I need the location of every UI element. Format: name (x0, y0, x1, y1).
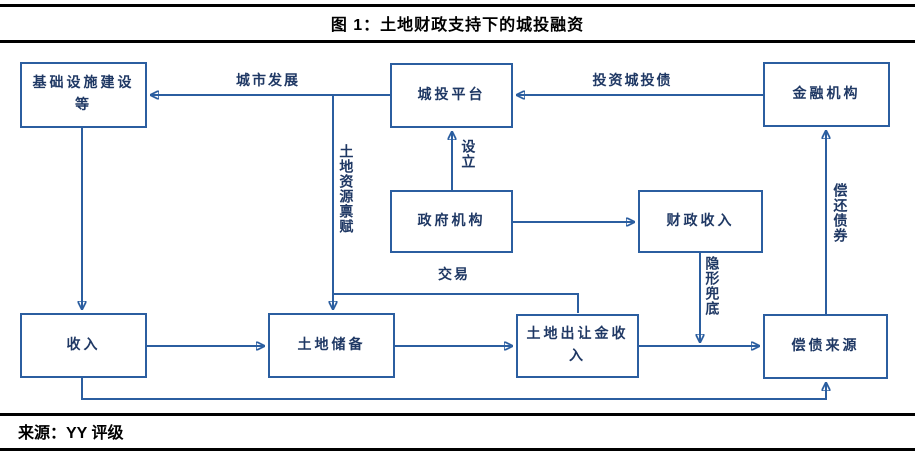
node-land-transfer-income: 土地出让金收入 (516, 314, 639, 378)
title-rule-bottom (0, 40, 915, 43)
node-financial-institutions: 金融机构 (763, 62, 890, 127)
node-infrastructure: 基础设施建设等 (20, 62, 147, 128)
node-chengtou-platform: 城投平台 (390, 63, 513, 128)
node-fiscal-revenue: 财政收入 (638, 190, 763, 253)
line-transaction (333, 293, 579, 313)
node-government-agencies: 政府机构 (390, 190, 513, 253)
source-rule-top (0, 413, 915, 416)
figure-source: 来源：YY 评级 (18, 425, 124, 442)
title-rule-top (0, 4, 915, 7)
edge-label-land-resource-endowment: 土地资源禀赋 (337, 144, 354, 234)
node-land-reserve: 土地储备 (268, 313, 395, 378)
node-income: 收入 (20, 313, 147, 378)
edge-label-transaction: 交易 (438, 267, 470, 283)
edge-label-establish: 设立 (459, 139, 476, 169)
edge-label-invest-chengtou-bonds: 投资城投债 (592, 73, 673, 89)
edge-label-city-development: 城市发展 (236, 73, 300, 89)
arrow-income-feedback-to-repayment (81, 378, 826, 400)
source-rule-bottom (0, 448, 915, 451)
edge-label-implicit-backstop: 隐形兜底 (703, 256, 720, 316)
edge-label-repay-bonds: 偿还债券 (831, 183, 848, 243)
node-debt-repayment-source: 偿债来源 (763, 314, 888, 379)
figure-title: 图 1：土地财政支持下的城投融资 (330, 17, 585, 34)
